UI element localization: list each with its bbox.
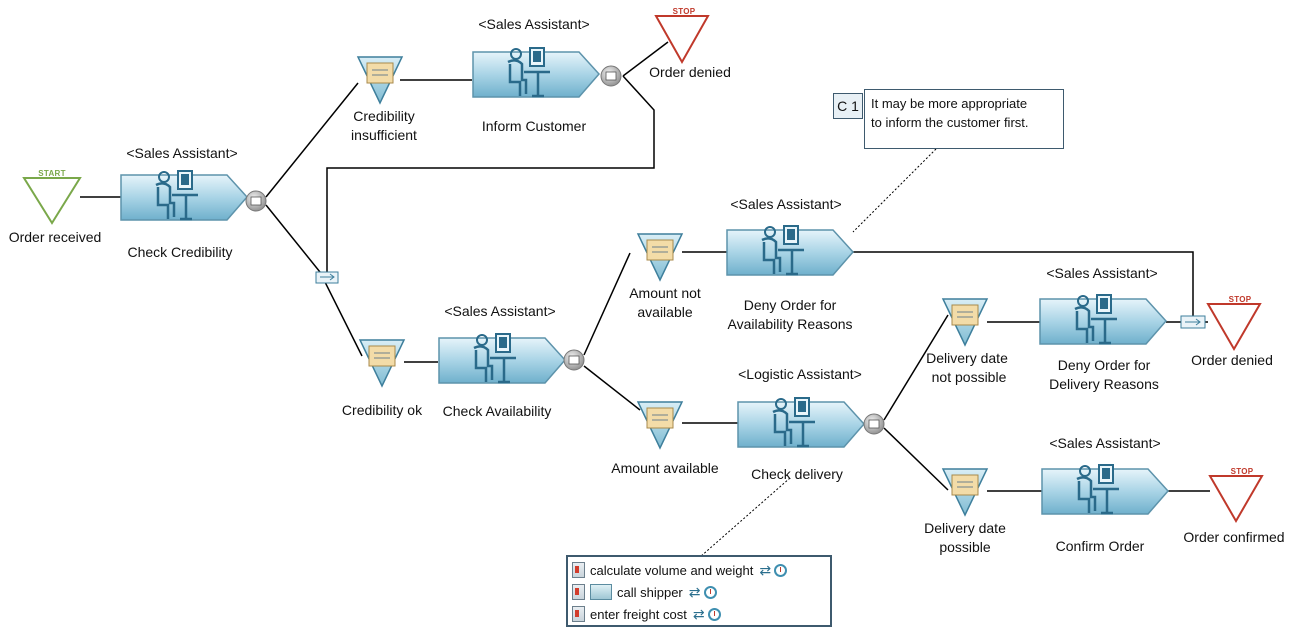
role-check-delivery: <Logistic Assistant> bbox=[738, 366, 862, 382]
stop-tag-bottom: STOP bbox=[1230, 467, 1254, 476]
state-amount-not-available-label-1: Amount not bbox=[629, 285, 701, 301]
state-delivery-possible-label-1: Delivery date bbox=[924, 520, 1006, 536]
task-row[interactable]: calculate volume and weight ⇄ bbox=[572, 559, 826, 581]
state-credibility-ok[interactable] bbox=[358, 339, 406, 388]
start-event-label: Order received bbox=[8, 229, 102, 245]
start-event-triangle[interactable] bbox=[22, 177, 82, 225]
comment-text-line-1: It may be more appropriate bbox=[871, 96, 1028, 111]
comment-id-badge[interactable]: C 1 bbox=[833, 93, 863, 119]
function-confirm-order[interactable] bbox=[1041, 463, 1170, 515]
function-inform-customer-label: Inform Customer bbox=[481, 118, 587, 134]
task-icon bbox=[572, 562, 585, 578]
stop-event-bottom-label: Order confirmed bbox=[1183, 529, 1285, 545]
role-deny-availability: <Sales Assistant> bbox=[730, 196, 842, 212]
clock-icon bbox=[707, 607, 721, 621]
clock-icon bbox=[774, 563, 788, 577]
function-check-credibility-label: Check Credibility bbox=[127, 244, 233, 260]
state-delivery-not-possible-label-2: not possible bbox=[931, 369, 1007, 385]
stop-event-mid-label: Order denied bbox=[1191, 352, 1273, 368]
function-inform-customer[interactable] bbox=[472, 46, 601, 98]
function-check-availability[interactable] bbox=[438, 332, 567, 384]
transfer-icon: ⇄ bbox=[688, 583, 701, 600]
state-credibility-insufficient-label-2: insufficient bbox=[351, 127, 417, 143]
function-check-credibility[interactable] bbox=[120, 169, 249, 221]
role-inform-customer: <Sales Assistant> bbox=[478, 16, 590, 32]
function-deny-delivery-label-1: Deny Order for bbox=[1057, 357, 1151, 373]
state-credibility-insufficient[interactable] bbox=[356, 56, 404, 105]
task-row[interactable]: enter freight cost ⇄ bbox=[572, 603, 826, 625]
function-deny-availability-label-1: Deny Order for bbox=[743, 297, 837, 313]
state-amount-not-available-label-2: available bbox=[637, 304, 693, 320]
task-label: calculate volume and weight bbox=[590, 562, 754, 578]
application-icon bbox=[590, 584, 612, 600]
state-amount-available-label: Amount available bbox=[611, 460, 719, 476]
state-delivery-not-possible[interactable] bbox=[941, 298, 989, 347]
start-tag: START bbox=[38, 169, 66, 178]
state-delivery-possible[interactable] bbox=[941, 468, 989, 517]
stop-tag-mid: STOP bbox=[1228, 295, 1252, 304]
role-confirm-order: <Sales Assistant> bbox=[1049, 435, 1161, 451]
annotation-links bbox=[699, 148, 937, 558]
role-check-credibility: <Sales Assistant> bbox=[126, 145, 238, 161]
transfer-icon: ⇄ bbox=[759, 561, 772, 578]
stop-event-mid-triangle[interactable] bbox=[1206, 303, 1262, 351]
task-row[interactable]: call shipper ⇄ bbox=[572, 581, 826, 603]
state-amount-not-available[interactable] bbox=[636, 233, 684, 282]
function-check-availability-label: Check Availability bbox=[442, 403, 552, 419]
stop-tag-top: STOP bbox=[672, 7, 696, 16]
function-deny-availability-label-2: Availability Reasons bbox=[727, 316, 853, 332]
function-deny-delivery-label-2: Delivery Reasons bbox=[1049, 376, 1159, 392]
xor-gateway-credibility[interactable] bbox=[245, 190, 267, 212]
merge-connector-right[interactable] bbox=[1180, 315, 1206, 329]
stop-event-top-label: Order denied bbox=[649, 64, 731, 80]
role-check-availability: <Sales Assistant> bbox=[444, 303, 556, 319]
clock-icon bbox=[703, 585, 717, 599]
task-icon bbox=[572, 606, 585, 622]
function-deny-delivery[interactable] bbox=[1039, 293, 1168, 345]
task-icon bbox=[572, 584, 585, 600]
transfer-icon: ⇄ bbox=[692, 605, 705, 622]
role-deny-delivery: <Sales Assistant> bbox=[1046, 265, 1158, 281]
function-confirm-order-label: Confirm Order bbox=[1055, 538, 1145, 554]
state-amount-available[interactable] bbox=[636, 401, 684, 450]
comment-box[interactable]: It may be more appropriate to inform the… bbox=[864, 89, 1064, 149]
state-credibility-ok-label: Credibility ok bbox=[341, 402, 423, 418]
comment-text-line-2: to inform the customer first. bbox=[871, 115, 1029, 130]
state-credibility-insufficient-label-1: Credibility bbox=[353, 108, 415, 124]
stop-event-top-triangle[interactable] bbox=[654, 15, 710, 65]
stop-event-bottom-triangle[interactable] bbox=[1208, 475, 1264, 523]
function-check-delivery[interactable] bbox=[737, 396, 866, 448]
function-deny-availability[interactable] bbox=[726, 224, 855, 276]
state-delivery-not-possible-label-1: Delivery date bbox=[926, 350, 1008, 366]
function-check-delivery-label: Check delivery bbox=[751, 466, 843, 482]
xor-gateway-delivery[interactable] bbox=[863, 413, 885, 435]
merge-connector-left[interactable] bbox=[315, 271, 339, 284]
task-label: call shipper bbox=[617, 584, 683, 600]
xor-gateway-inform[interactable] bbox=[600, 65, 622, 87]
state-delivery-possible-label-2: possible bbox=[939, 539, 991, 555]
xor-gateway-availability[interactable] bbox=[563, 349, 585, 371]
task-label: enter freight cost bbox=[590, 606, 687, 622]
task-list[interactable]: calculate volume and weight ⇄ call shipp… bbox=[566, 555, 832, 627]
